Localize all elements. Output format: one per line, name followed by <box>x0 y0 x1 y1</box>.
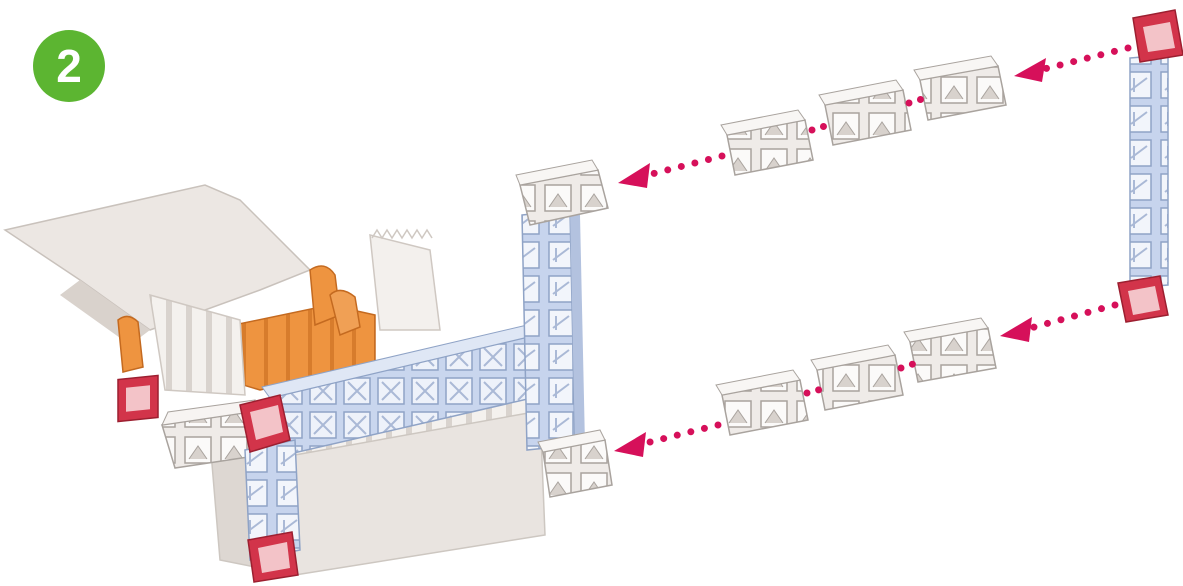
frame-block-icon <box>537 429 613 498</box>
corner-connector-cube-icon <box>239 394 299 583</box>
dotted-arrow-icon <box>614 421 722 457</box>
frame-block-icon <box>810 344 904 411</box>
step-number-badge: 2 <box>33 30 105 102</box>
dotted-arrow-icon <box>1014 44 1132 82</box>
corner-connector-cube-icon <box>117 374 159 423</box>
frame-block-icon <box>903 317 997 383</box>
center-vertical-blue-bar <box>521 209 585 451</box>
frame-block-icon <box>720 109 814 176</box>
dotted-connector-line <box>803 95 926 397</box>
frame-block-icon <box>715 369 809 436</box>
right-vertical-blue-bar <box>1129 54 1169 289</box>
dotted-arrow-icon <box>1000 301 1119 342</box>
frame-block-icon <box>818 79 912 146</box>
frame-block-icon <box>913 55 1007 121</box>
frame-block-icon <box>515 159 609 226</box>
machine-base-body <box>3 184 546 576</box>
dotted-arrow-icon <box>618 152 726 188</box>
corner-connector-cube-icon <box>1117 9 1183 323</box>
left-white-block <box>161 399 263 469</box>
